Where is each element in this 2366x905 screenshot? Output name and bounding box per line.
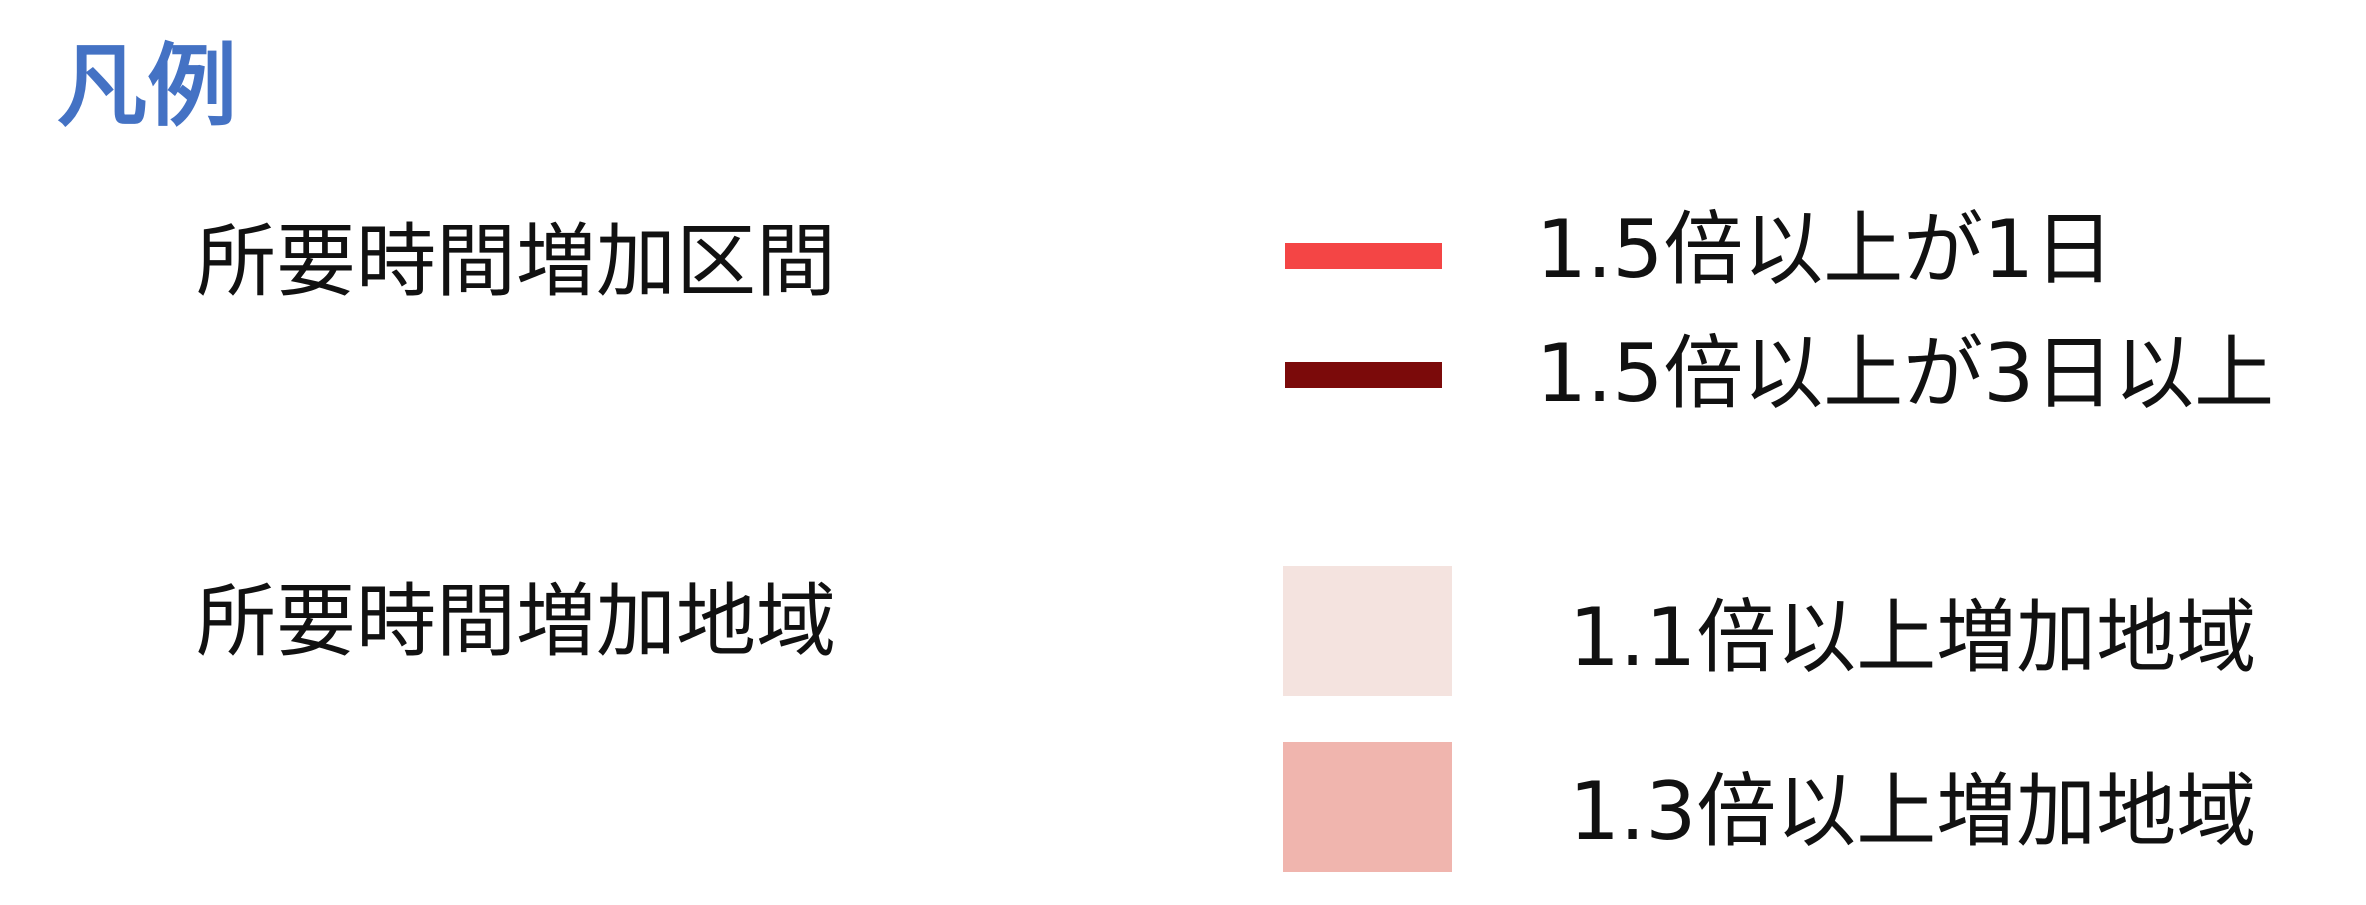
legend-label-area-1-3x: 1.3倍以上増加地域: [1569, 765, 2257, 858]
section-heading-areas: 所要時間増加地域: [196, 575, 836, 668]
legend-swatch-line-1day: [1285, 243, 1442, 269]
legend-title: 凡例: [57, 34, 237, 139]
legend-swatch-line-3days: [1285, 362, 1442, 388]
section-heading-segments: 所要時間増加区間: [196, 215, 836, 308]
legend-label-area-1-1x: 1.1倍以上増加地域: [1569, 591, 2257, 684]
legend-label-1day: 1.5倍以上が1日: [1536, 203, 2115, 296]
legend-swatch-area-1-3x: [1283, 742, 1452, 872]
legend-label-3days: 1.5倍以上が3日以上: [1536, 327, 2275, 420]
legend-swatch-area-1-1x: [1283, 566, 1452, 696]
